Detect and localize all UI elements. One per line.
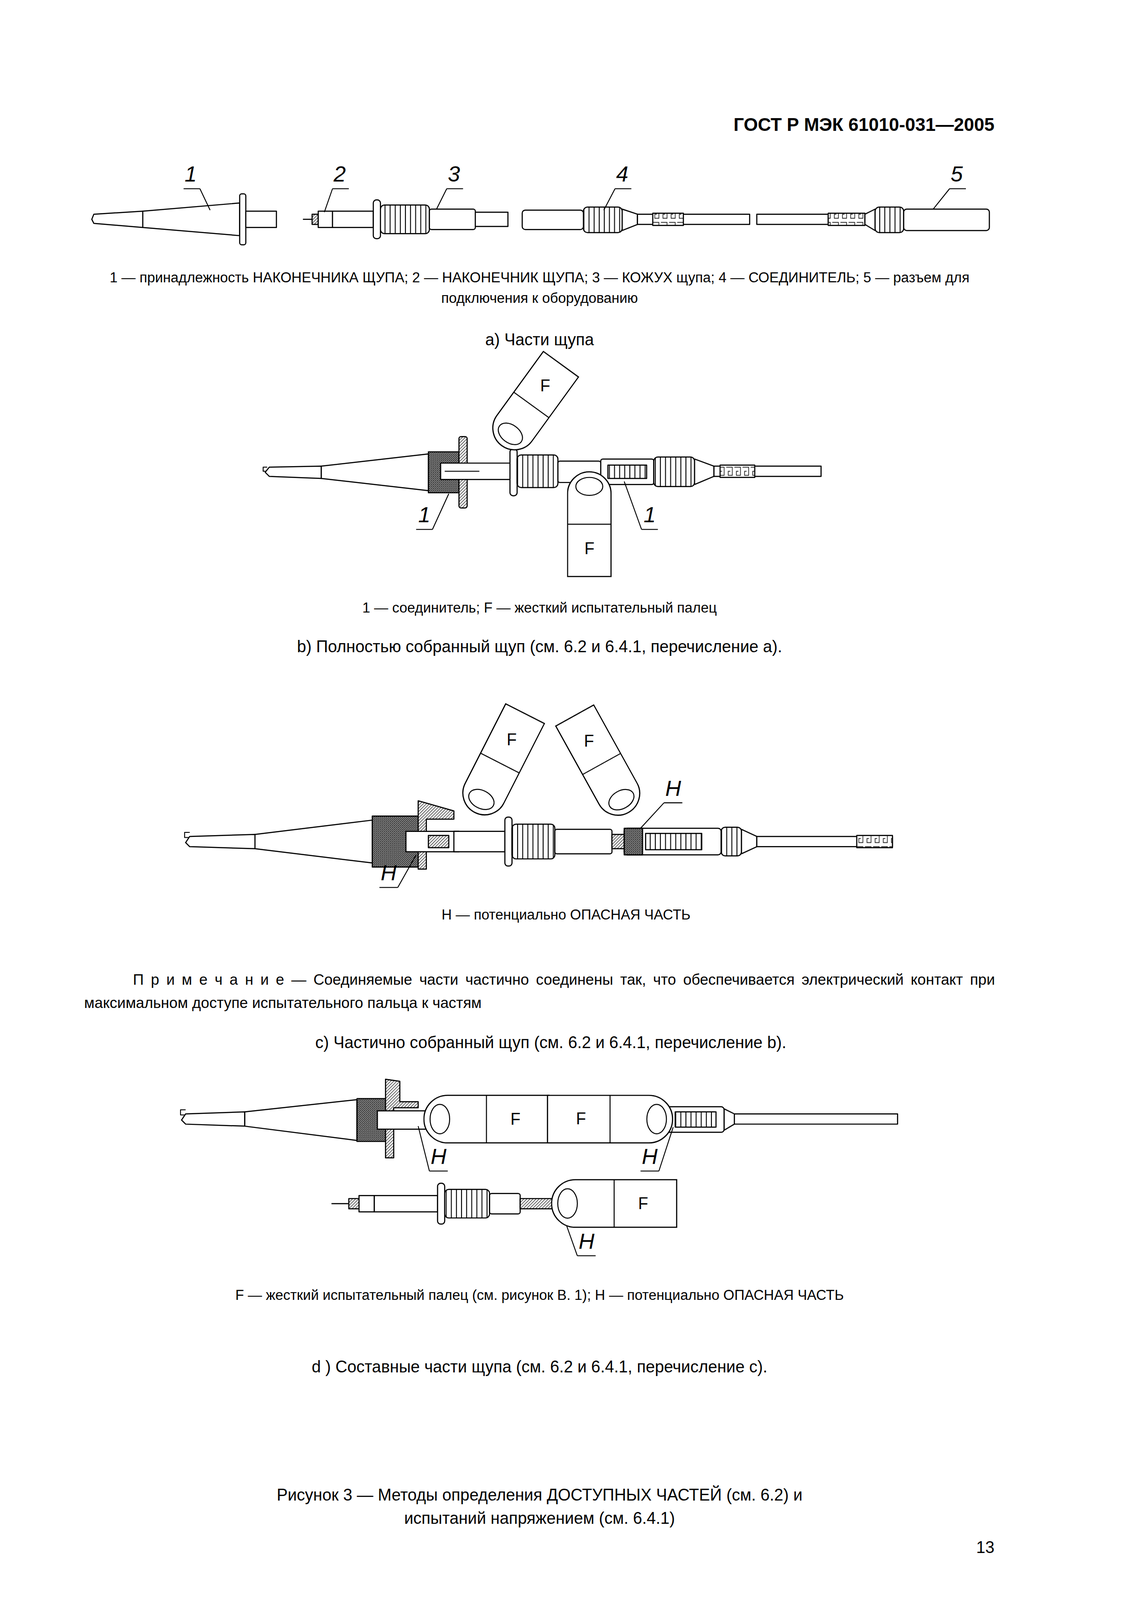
callout-letter: H bbox=[665, 775, 682, 801]
probe-parts bbox=[91, 193, 990, 245]
running-header: ГОСТ Р МЭК 61010-031—2005 bbox=[733, 114, 995, 135]
finger-outline bbox=[555, 704, 649, 825]
callout-number: 4 bbox=[616, 161, 629, 187]
finger-outline bbox=[423, 1094, 550, 1144]
test-finger: F bbox=[483, 350, 580, 460]
callout-letter: H bbox=[578, 1228, 595, 1254]
finger-outline bbox=[483, 350, 580, 460]
key-text: F — жесткий испытательный палец (см. рис… bbox=[235, 1287, 844, 1304]
panel-caption: a) Части щупа bbox=[485, 330, 594, 349]
callout-number: 1 bbox=[418, 502, 431, 528]
key-text: 1 — принадлежность НАКОНЕЧНИКА ЩУПА; 2 —… bbox=[81, 267, 998, 309]
callout-letter: H bbox=[380, 860, 397, 886]
callout-number: 1 bbox=[184, 161, 198, 187]
test-finger: F bbox=[423, 1094, 550, 1144]
note-text: П р и м е ч а н и е — Соединяемые части … bbox=[84, 967, 996, 1015]
leader-line bbox=[415, 481, 658, 530]
leader-line bbox=[183, 188, 966, 213]
test-finger: F bbox=[550, 1178, 678, 1228]
callout-letter: H bbox=[430, 1144, 447, 1170]
finger-label: F bbox=[510, 1109, 521, 1129]
finger-outline bbox=[454, 702, 545, 824]
panel-caption: c) Частично собранный щуп (см. 6.2 и 6.4… bbox=[315, 1032, 787, 1052]
finger-label: F bbox=[575, 1109, 587, 1129]
assembled-probe bbox=[263, 436, 821, 509]
callout-number: 1 bbox=[643, 502, 656, 528]
figure-caption: Рисунок 3 — Методы определения ДОСТУПНЫХ… bbox=[254, 1483, 825, 1530]
callout-number: 3 bbox=[447, 161, 461, 187]
partly-assembled-probe bbox=[184, 800, 893, 870]
test-finger: F bbox=[546, 1094, 674, 1144]
separate-probe-parts bbox=[180, 1079, 898, 1225]
key-text: H — потенциально ОПАСНАЯ ЧАСТЬ bbox=[441, 906, 691, 924]
finger-label: F bbox=[539, 376, 550, 396]
finger-label: F bbox=[584, 539, 595, 559]
callout-number: 2 bbox=[333, 161, 346, 187]
finger-outline bbox=[550, 1178, 678, 1228]
key-text: 1 — соединитель; F — жесткий испытательн… bbox=[362, 599, 717, 617]
finger-label: F bbox=[638, 1193, 649, 1214]
panel-caption: d ) Составные части щупа (см. 6.2 и 6.4.… bbox=[311, 1357, 768, 1376]
page-number: 13 bbox=[976, 1537, 995, 1557]
test-finger: F bbox=[566, 471, 612, 578]
leader-line bbox=[379, 802, 683, 888]
finger-label: F bbox=[506, 730, 517, 750]
callout-number: 5 bbox=[950, 161, 963, 187]
callout-letter: H bbox=[641, 1144, 658, 1170]
test-finger: F bbox=[555, 704, 649, 825]
finger-label: F bbox=[584, 731, 595, 752]
test-finger: F bbox=[454, 702, 545, 824]
finger-outline bbox=[566, 471, 612, 578]
panel-caption: b) Полностью собранный щуп (см. 6.2 и 6.… bbox=[296, 637, 783, 656]
finger-outline bbox=[546, 1094, 674, 1144]
